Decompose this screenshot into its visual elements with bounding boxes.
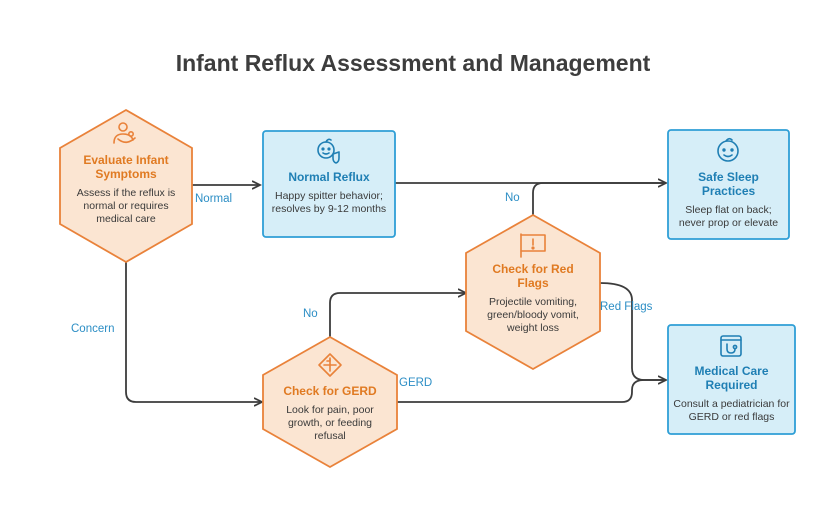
- safe-sleep-node[interactable]: Safe Sleep Practices Sleep flat on back;…: [673, 170, 784, 230]
- evaluate-node-title: Evaluate Infant Symptoms: [83, 153, 169, 181]
- medical-node[interactable]: Medical Care Required Consult a pediatri…: [673, 364, 790, 424]
- edge-label-concern: Concern: [71, 323, 115, 335]
- edge-red-flags-safe-sleep: [532, 182, 666, 215]
- gerd-node-title: Check for GERD: [283, 384, 377, 398]
- red-flags-node[interactable]: Check for Red Flags Projectile vomiting,…: [482, 262, 584, 335]
- safe-sleep-node-desc: Sleep flat on back; never prop or elevat…: [678, 204, 779, 229]
- medical-node-desc: Consult a pediatrician for GERD or red f…: [673, 398, 790, 423]
- edge-label-gerd: GERD: [399, 377, 433, 389]
- warning-flag-icon: [520, 233, 546, 258]
- edge-evaluate-gerd: [125, 262, 262, 402]
- medical-node-title: Medical Care Required: [694, 364, 769, 392]
- gerd-node-desc: Look for pain, poor growth, or feeding r…: [286, 404, 374, 442]
- edge-gerd-medical: [397, 379, 666, 403]
- baby-face-icon: [717, 137, 739, 162]
- gerd-node-shape[interactable]: [262, 335, 398, 469]
- baby-shield-icon: [317, 138, 340, 164]
- red-flags-node-desc: Projectile vomiting, green/bloody vomit,…: [487, 296, 579, 334]
- edge-label-no-mid: No: [303, 308, 318, 320]
- edge-label-red-flags: Red Flags: [600, 301, 653, 313]
- page-title: Infant Reflux Assessment and Management: [175, 50, 651, 76]
- evaluate-node-desc: Assess if the reflux is normal or requir…: [76, 187, 176, 225]
- stethoscope-icon: [720, 335, 742, 357]
- safe-sleep-node-shape[interactable]: [667, 129, 790, 240]
- medical-node-shape[interactable]: [667, 324, 796, 435]
- edge-label-no-top: No: [505, 192, 520, 204]
- baby-in-arms-icon: [113, 122, 136, 144]
- gerd-node[interactable]: Check for GERD Look for pain, poor growt…: [278, 384, 382, 443]
- red-flags-node-shape[interactable]: [465, 213, 601, 371]
- edge-label-normal: Normal: [195, 193, 233, 205]
- evaluate-node[interactable]: Evaluate Infant Symptoms Assess if the r…: [72, 153, 180, 226]
- normal-node-title: Normal Reflux: [288, 170, 370, 184]
- safe-sleep-node-title: Safe Sleep Practices: [698, 170, 759, 198]
- evaluate-node-shape[interactable]: [59, 108, 193, 264]
- normal-node-desc: Happy spitter behavior; resolves by 9-12…: [271, 190, 387, 215]
- normal-node-shape[interactable]: [262, 130, 396, 238]
- medical-cross-icon: [318, 353, 342, 377]
- normal-node[interactable]: Normal Reflux Happy spitter behavior; re…: [268, 170, 390, 216]
- red-flags-node-title: Check for Red Flags: [492, 262, 574, 290]
- edge-red-flags-medical: [599, 282, 666, 380]
- edge-gerd-red-flags: [329, 293, 466, 337]
